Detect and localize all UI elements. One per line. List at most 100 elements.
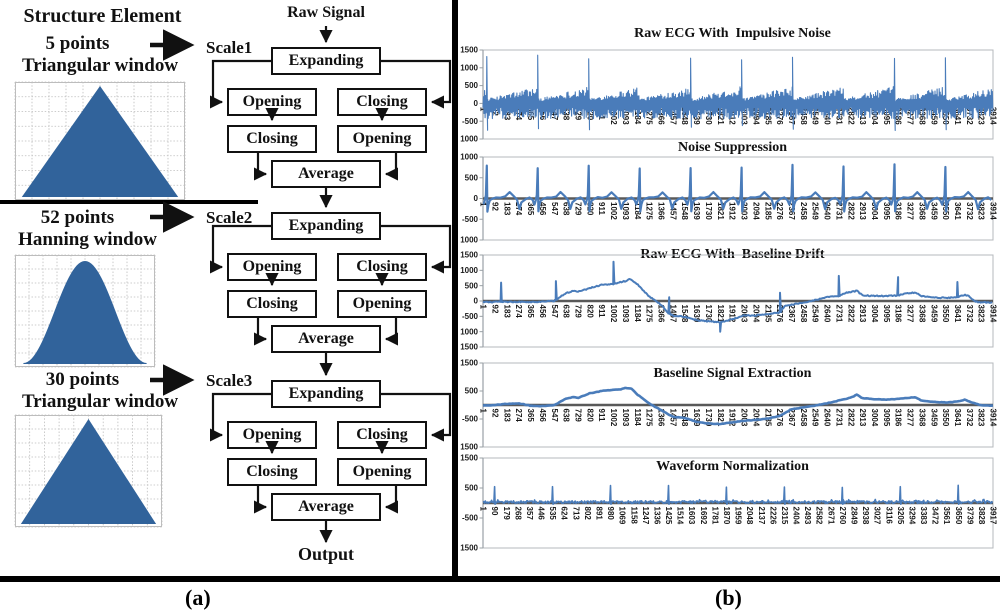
svg-text:2185: 2185	[763, 107, 772, 125]
window-1-type-label: Triangular window	[21, 55, 179, 76]
output-label: Output	[297, 544, 355, 564]
svg-text:-500: -500	[462, 415, 479, 424]
svg-text:1184: 1184	[633, 305, 642, 323]
svg-text:1: 1	[479, 507, 488, 512]
svg-text:1184: 1184	[633, 409, 642, 427]
svg-text:3732: 3732	[965, 305, 974, 323]
chart-5-title: Waveform Normalization	[656, 459, 809, 474]
svg-text:500: 500	[465, 387, 479, 396]
svg-text:183: 183	[502, 305, 511, 319]
svg-text:456: 456	[538, 202, 547, 216]
svg-text:1275: 1275	[645, 305, 654, 323]
svg-text:1639: 1639	[692, 202, 701, 220]
scale1-closing-left-box: Closing	[227, 125, 317, 153]
svg-text:268: 268	[513, 507, 522, 521]
svg-text:2094: 2094	[751, 202, 760, 220]
triangular-window-1-plot	[14, 81, 186, 201]
svg-text:2640: 2640	[823, 409, 832, 427]
svg-text:1: 1	[479, 107, 488, 112]
svg-text:1730: 1730	[704, 305, 713, 323]
svg-text:911: 911	[597, 202, 606, 215]
svg-text:2671: 2671	[826, 507, 835, 525]
svg-text:547: 547	[550, 409, 559, 423]
svg-text:2822: 2822	[846, 107, 855, 125]
svg-text:729: 729	[574, 202, 583, 216]
svg-text:357: 357	[525, 507, 534, 521]
svg-text:2003: 2003	[740, 305, 749, 323]
svg-text:2276: 2276	[775, 409, 784, 427]
svg-text:1158: 1158	[629, 507, 638, 525]
svg-text:1000: 1000	[460, 153, 478, 162]
svg-text:1: 1	[479, 202, 488, 207]
svg-text:1821: 1821	[716, 409, 725, 427]
scale2-label: Scale2	[206, 208, 253, 227]
svg-text:3561: 3561	[942, 507, 951, 525]
svg-text:1336: 1336	[653, 507, 662, 525]
svg-text:2913: 2913	[858, 107, 867, 125]
svg-text:1000: 1000	[460, 327, 478, 336]
section-divider-line	[0, 200, 258, 204]
panel-a: Structure Element 5 points Triangular wi…	[0, 0, 452, 615]
svg-text:2094: 2094	[751, 409, 760, 427]
scale2-closing-left-box: Closing	[227, 290, 317, 318]
svg-text:1366: 1366	[657, 202, 666, 220]
scale3-average-box: Average	[271, 493, 381, 521]
scale2-expanding-box: Expanding	[271, 212, 381, 240]
svg-text:90: 90	[490, 507, 499, 516]
svg-text:2640: 2640	[823, 305, 832, 323]
svg-text:1548: 1548	[680, 202, 689, 220]
svg-text:729: 729	[574, 409, 583, 423]
svg-text:3004: 3004	[870, 202, 879, 220]
svg-text:638: 638	[562, 305, 571, 319]
chart-4-title: Baseline Signal Extraction	[653, 366, 812, 381]
svg-text:1457: 1457	[668, 107, 677, 125]
svg-text:183: 183	[502, 409, 511, 423]
svg-text:1548: 1548	[680, 305, 689, 323]
svg-text:1002: 1002	[609, 202, 618, 220]
svg-text:365: 365	[526, 305, 535, 319]
svg-text:3277: 3277	[906, 202, 915, 220]
svg-text:2822: 2822	[846, 305, 855, 323]
svg-text:3459: 3459	[929, 305, 938, 323]
svg-text:1912: 1912	[728, 305, 737, 323]
scale3-closing-right-box: Closing	[337, 421, 427, 449]
svg-text:3472: 3472	[931, 507, 940, 525]
svg-text:2849: 2849	[850, 507, 859, 525]
svg-text:3459: 3459	[929, 107, 938, 125]
svg-text:2493: 2493	[803, 507, 812, 525]
svg-text:3732: 3732	[965, 202, 974, 220]
scale2-closing-right-box: Closing	[337, 253, 427, 281]
svg-text:891: 891	[595, 507, 604, 521]
svg-text:3095: 3095	[882, 107, 891, 125]
bottom-frame-line	[0, 576, 1000, 582]
svg-text:500: 500	[465, 281, 479, 290]
panel-b: Raw ECG With Impulsive Noise Noise Suppr…	[455, 0, 1000, 615]
svg-text:-500: -500	[462, 514, 479, 523]
svg-text:2367: 2367	[787, 202, 796, 220]
svg-text:3368: 3368	[917, 409, 926, 427]
svg-text:3823: 3823	[977, 107, 986, 125]
svg-text:2003: 2003	[740, 107, 749, 125]
scale2-opening-right-box: Opening	[337, 290, 427, 318]
svg-text:1002: 1002	[609, 305, 618, 323]
svg-text:3368: 3368	[917, 107, 926, 125]
svg-text:1275: 1275	[645, 107, 654, 125]
panel-b-caption: (b)	[715, 585, 742, 610]
svg-text:2315: 2315	[780, 507, 789, 525]
svg-text:1366: 1366	[657, 107, 666, 125]
svg-text:1500: 1500	[460, 251, 478, 260]
svg-text:1093: 1093	[621, 305, 630, 323]
svg-text:3914: 3914	[989, 107, 998, 125]
svg-text:1603: 1603	[687, 507, 696, 525]
svg-text:274: 274	[514, 305, 523, 319]
scale1-average-box: Average	[271, 160, 381, 188]
svg-text:1247: 1247	[641, 507, 650, 525]
svg-text:365: 365	[526, 409, 535, 423]
svg-text:3641: 3641	[953, 305, 962, 323]
svg-text:1912: 1912	[728, 409, 737, 427]
svg-text:1: 1	[479, 305, 488, 310]
svg-text:2226: 2226	[768, 507, 777, 525]
svg-text:729: 729	[574, 305, 583, 319]
svg-text:2549: 2549	[811, 107, 820, 125]
svg-text:1093: 1093	[621, 202, 630, 220]
